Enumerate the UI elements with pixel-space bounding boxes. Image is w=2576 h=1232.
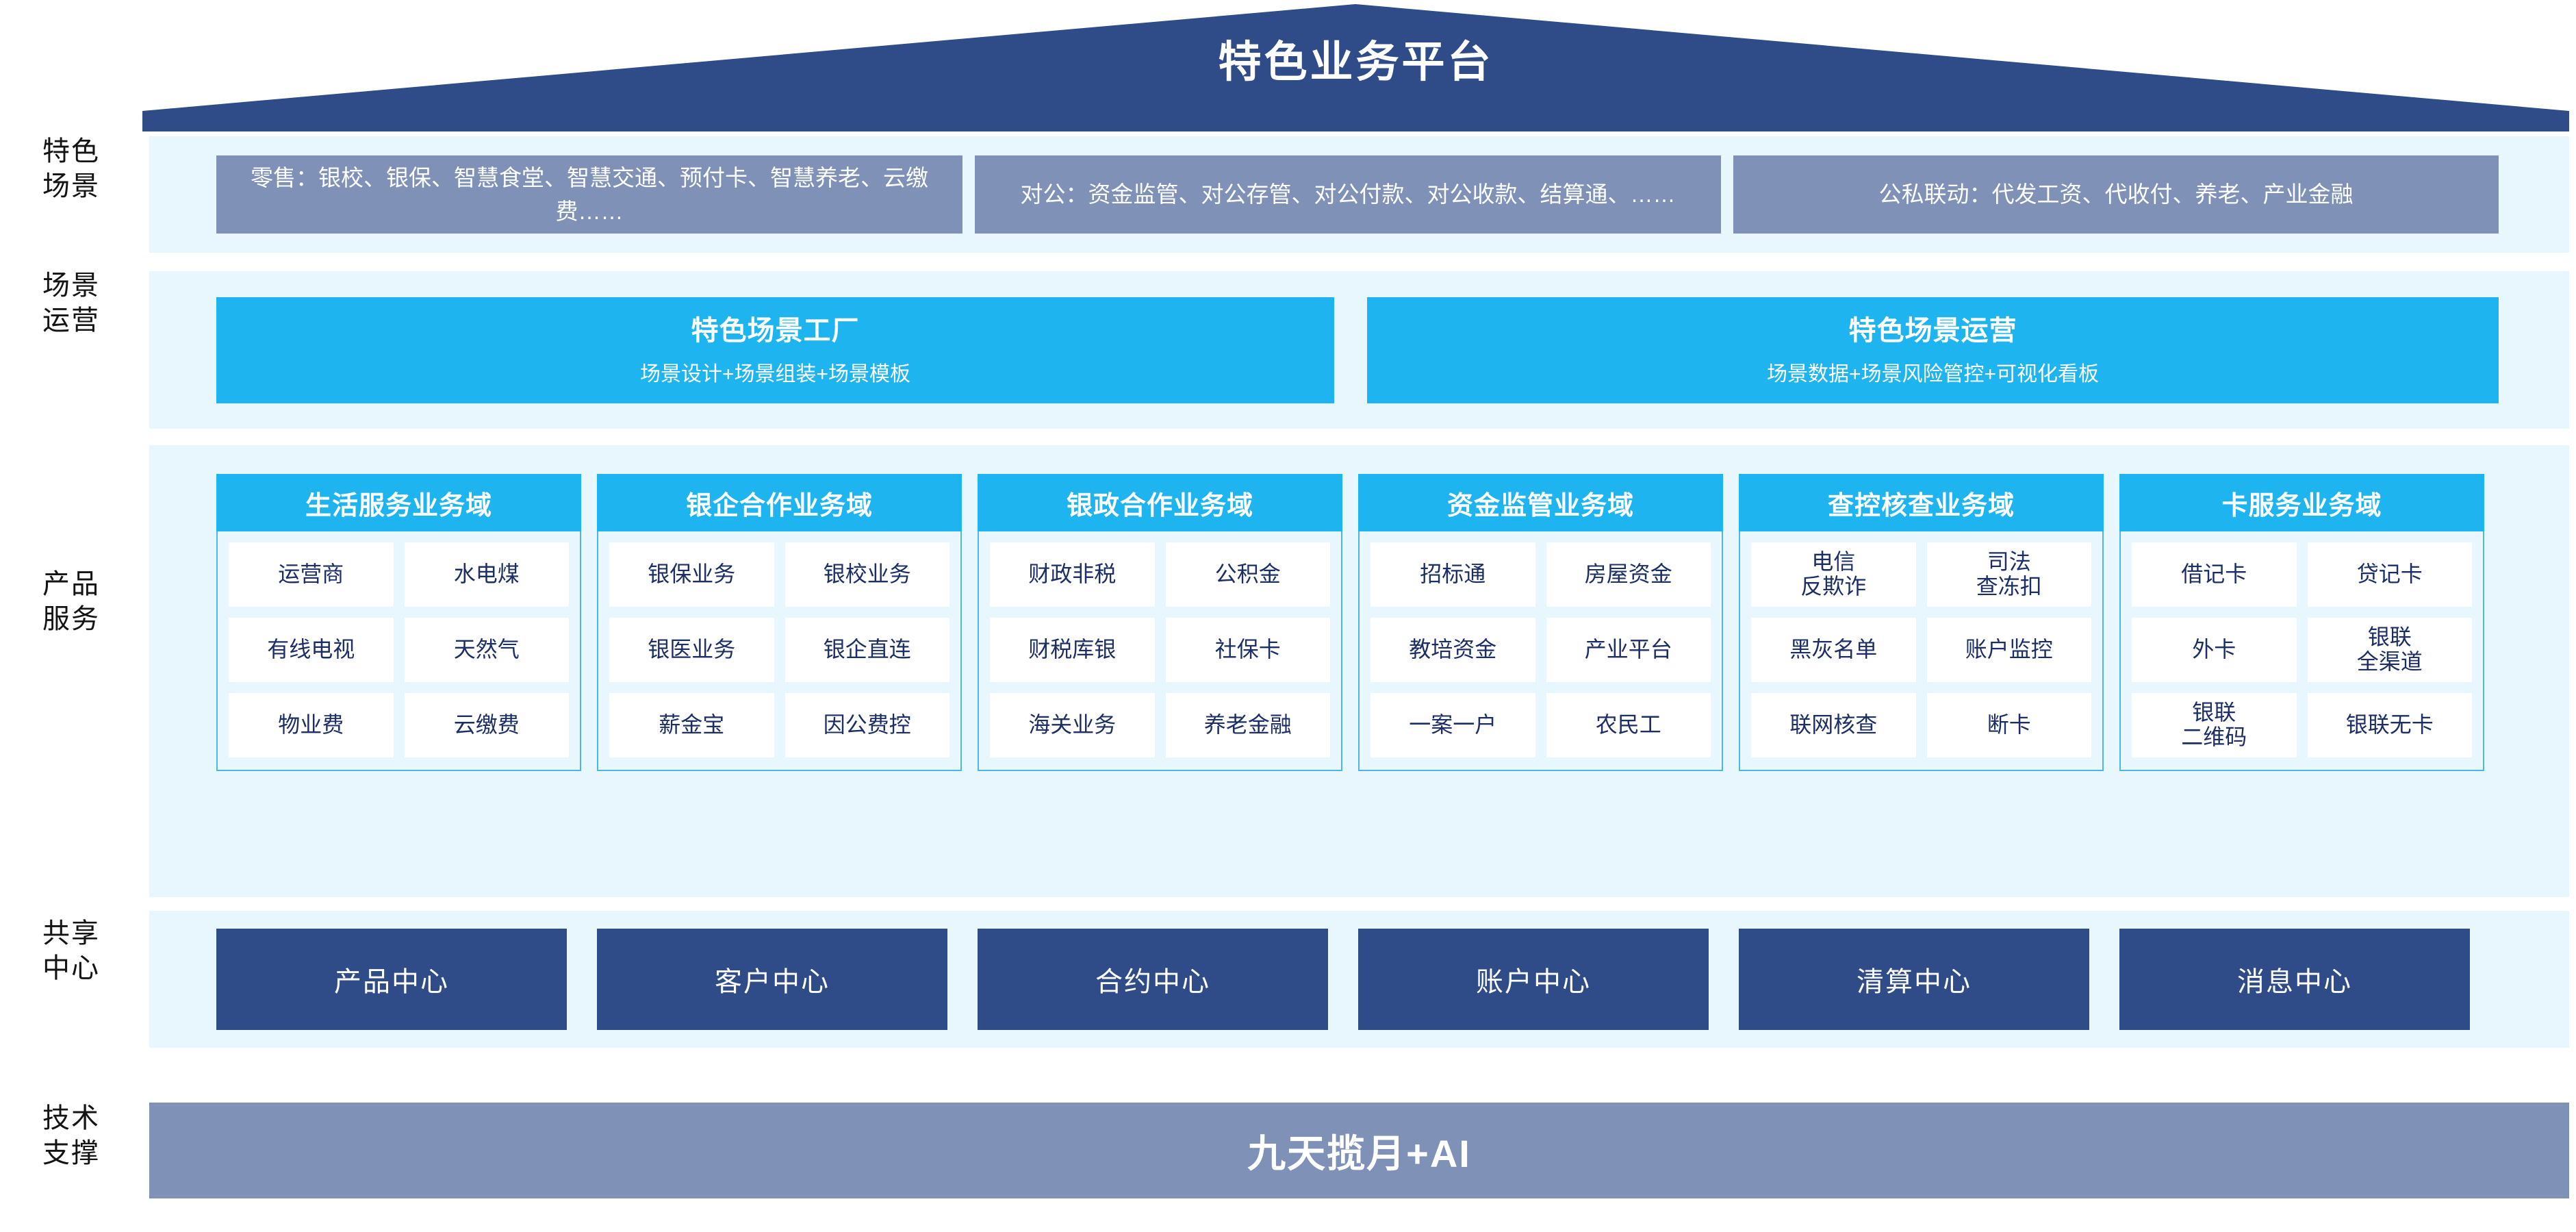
domain-row: 财税库银 社保卡	[990, 618, 1330, 682]
domain-row: 联网核查 断卡	[1751, 693, 2091, 757]
operations-band: 特色场景工厂 场景设计+场景组装+场景模板 特色场景运营 场景数据+场景风险管控…	[149, 271, 2569, 429]
domain-cell[interactable]: 因公费控	[785, 693, 949, 757]
domain-cell[interactable]: 天然气	[404, 618, 569, 682]
domain-cell[interactable]: 海关业务	[990, 693, 1155, 757]
domain-cell[interactable]: 房屋资金	[1546, 542, 1711, 607]
domain-cell[interactable]: 云缴费	[404, 693, 569, 757]
scene-box-public-private[interactable]: 公私联动：代发工资、代收付、养老、产业金融	[1733, 155, 2499, 234]
shared-center-product[interactable]: 产品中心	[216, 929, 567, 1030]
operation-box-scene-factory[interactable]: 特色场景工厂 场景设计+场景组装+场景模板	[216, 297, 1334, 403]
domain-cell[interactable]: 教培资金	[1370, 618, 1535, 682]
domain-row: 一案一户 农民工	[1370, 693, 1711, 757]
shared-center-message[interactable]: 消息中心	[2119, 929, 2470, 1030]
domain-cell[interactable]: 电信 反欺诈	[1751, 542, 1916, 607]
domain-row: 外卡 银联 全渠道	[2132, 618, 2472, 682]
domain-title: 资金监管业务域	[1358, 474, 1723, 531]
domain-body: 运营商 水电煤 有线电视 天然气 物业费 云缴费	[216, 531, 581, 771]
operation-subtitle: 场景设计+场景组装+场景模板	[639, 362, 911, 386]
domain-cell[interactable]: 银联 二维码	[2132, 693, 2297, 757]
domain-bank-government[interactable]: 银政合作业务域 财政非税 公积金 财税库银 社保卡 海关业务 养老金融	[978, 474, 1342, 771]
domain-row: 运营商 水电煤	[229, 542, 569, 607]
domain-life-service[interactable]: 生活服务业务域 运营商 水电煤 有线电视 天然气 物业费 云缴费	[216, 474, 581, 771]
domain-cell[interactable]: 财税库银	[990, 618, 1155, 682]
domain-cell[interactable]: 贷记卡	[2307, 542, 2472, 607]
shared-center-customer[interactable]: 客户中心	[597, 929, 947, 1030]
domain-cell[interactable]: 银医业务	[609, 618, 774, 682]
domain-cell[interactable]: 银校业务	[785, 542, 949, 607]
domain-cell[interactable]: 产业平台	[1546, 618, 1711, 682]
domain-cell[interactable]: 银企直连	[785, 618, 949, 682]
domain-title: 银政合作业务域	[978, 474, 1342, 531]
domain-cell[interactable]: 农民工	[1546, 693, 1711, 757]
domain-body: 借记卡 贷记卡 外卡 银联 全渠道 银联 二维码 银联无卡	[2119, 531, 2484, 771]
domain-cell[interactable]: 薪金宝	[609, 693, 774, 757]
domain-cell[interactable]: 招标通	[1370, 542, 1535, 607]
row-label-shared-centers: 共享 中心	[42, 918, 100, 984]
domain-cell[interactable]: 物业费	[229, 693, 394, 757]
domain-body: 招标通 房屋资金 教培资金 产业平台 一案一户 农民工	[1358, 531, 1723, 771]
roof-shape	[142, 4, 2569, 131]
domain-row: 有线电视 天然气	[229, 618, 569, 682]
domain-cell[interactable]: 运营商	[229, 542, 394, 607]
domain-title: 生活服务业务域	[216, 474, 581, 531]
platform-roof: 特色业务平台	[142, 4, 2569, 131]
domain-cell[interactable]: 账户监控	[1926, 618, 2091, 682]
operation-title: 特色场景运营	[1848, 315, 2017, 346]
domain-cell[interactable]: 养老金融	[1165, 693, 1330, 757]
domain-row: 借记卡 贷记卡	[2132, 542, 2472, 607]
shared-centers-band: 产品中心 客户中心 合约中心 账户中心 清算中心 消息中心	[149, 911, 2569, 1048]
domain-fund-supervision[interactable]: 资金监管业务域 招标通 房屋资金 教培资金 产业平台 一案一户 农民工	[1358, 474, 1723, 771]
domain-cell[interactable]: 有线电视	[229, 618, 394, 682]
domain-cell[interactable]: 外卡	[2132, 618, 2297, 682]
domain-title: 查控核查业务域	[1739, 474, 2104, 531]
domain-card-service[interactable]: 卡服务业务域 借记卡 贷记卡 外卡 银联 全渠道 银联 二维码 银联无卡	[2119, 474, 2484, 771]
domain-cell[interactable]: 借记卡	[2132, 542, 2297, 607]
row-label-products: 产品 服务	[42, 569, 100, 635]
domain-cell[interactable]: 公积金	[1165, 542, 1330, 607]
domain-cell[interactable]: 黑灰名单	[1751, 618, 1916, 682]
domain-row: 物业费 云缴费	[229, 693, 569, 757]
domain-row: 银保业务 银校业务	[609, 542, 949, 607]
domain-row: 银医业务 银企直连	[609, 618, 949, 682]
operation-title: 特色场景工厂	[691, 315, 860, 346]
domain-cell[interactable]: 财政非税	[990, 542, 1155, 607]
domain-row: 财政非税 公积金	[990, 542, 1330, 607]
operation-subtitle: 场景数据+场景风险管控+可视化看板	[1766, 362, 2100, 386]
domain-body: 银保业务 银校业务 银医业务 银企直连 薪金宝 因公费控	[597, 531, 962, 771]
domain-body: 财政非税 公积金 财税库银 社保卡 海关业务 养老金融	[978, 531, 1342, 771]
shared-center-settlement[interactable]: 清算中心	[1739, 929, 2089, 1030]
domain-row: 电信 反欺诈 司法 查冻扣	[1751, 542, 2091, 607]
domain-body: 电信 反欺诈 司法 查冻扣 黑灰名单 账户监控 联网核查 断卡	[1739, 531, 2104, 771]
domain-row: 招标通 房屋资金	[1370, 542, 1711, 607]
scene-box-retail[interactable]: 零售：银校、银保、智慧食堂、智慧交通、预付卡、智慧养老、云缴费……	[216, 155, 962, 234]
domain-row: 教培资金 产业平台	[1370, 618, 1711, 682]
tech-support-band[interactable]: 九天揽月+AI	[149, 1103, 2569, 1198]
shared-center-contract[interactable]: 合约中心	[978, 929, 1328, 1030]
domain-title: 卡服务业务域	[2119, 474, 2484, 531]
domain-row: 薪金宝 因公费控	[609, 693, 949, 757]
row-label-tech-support: 技术 支撑	[42, 1103, 100, 1169]
domain-cell[interactable]: 联网核查	[1751, 693, 1916, 757]
row-label-scenes: 特色 场景	[42, 136, 100, 202]
domain-cell[interactable]: 一案一户	[1370, 693, 1535, 757]
scene-box-corporate[interactable]: 对公：资金监管、对公存管、对公付款、对公收款、结算通、……	[975, 155, 1721, 234]
domain-cell[interactable]: 银联 全渠道	[2307, 618, 2472, 682]
row-label-operations: 场景 运营	[42, 271, 100, 336]
domain-row: 海关业务 养老金融	[990, 693, 1330, 757]
domain-cell[interactable]: 司法 查冻扣	[1926, 542, 2091, 607]
domain-investigation-control[interactable]: 查控核查业务域 电信 反欺诈 司法 查冻扣 黑灰名单 账户监控 联网核查 断卡	[1739, 474, 2104, 771]
domain-cell[interactable]: 断卡	[1926, 693, 2091, 757]
operation-box-scene-operation[interactable]: 特色场景运营 场景数据+场景风险管控+可视化看板	[1367, 297, 2499, 403]
domain-row: 黑灰名单 账户监控	[1751, 618, 2091, 682]
domain-row: 银联 二维码 银联无卡	[2132, 693, 2472, 757]
domain-title: 银企合作业务域	[597, 474, 962, 531]
domain-cell[interactable]: 银联无卡	[2307, 693, 2472, 757]
domain-bank-enterprise[interactable]: 银企合作业务域 银保业务 银校业务 银医业务 银企直连 薪金宝 因公费控	[597, 474, 962, 771]
page-title: 特色业务平台	[1218, 38, 1494, 86]
domain-cell[interactable]: 水电煤	[404, 542, 569, 607]
domain-cell[interactable]: 社保卡	[1165, 618, 1330, 682]
scenes-band: 零售：银校、银保、智慧食堂、智慧交通、预付卡、智慧养老、云缴费…… 对公：资金监…	[149, 136, 2569, 253]
shared-center-account[interactable]: 账户中心	[1358, 929, 1709, 1030]
domain-cell[interactable]: 银保业务	[609, 542, 774, 607]
